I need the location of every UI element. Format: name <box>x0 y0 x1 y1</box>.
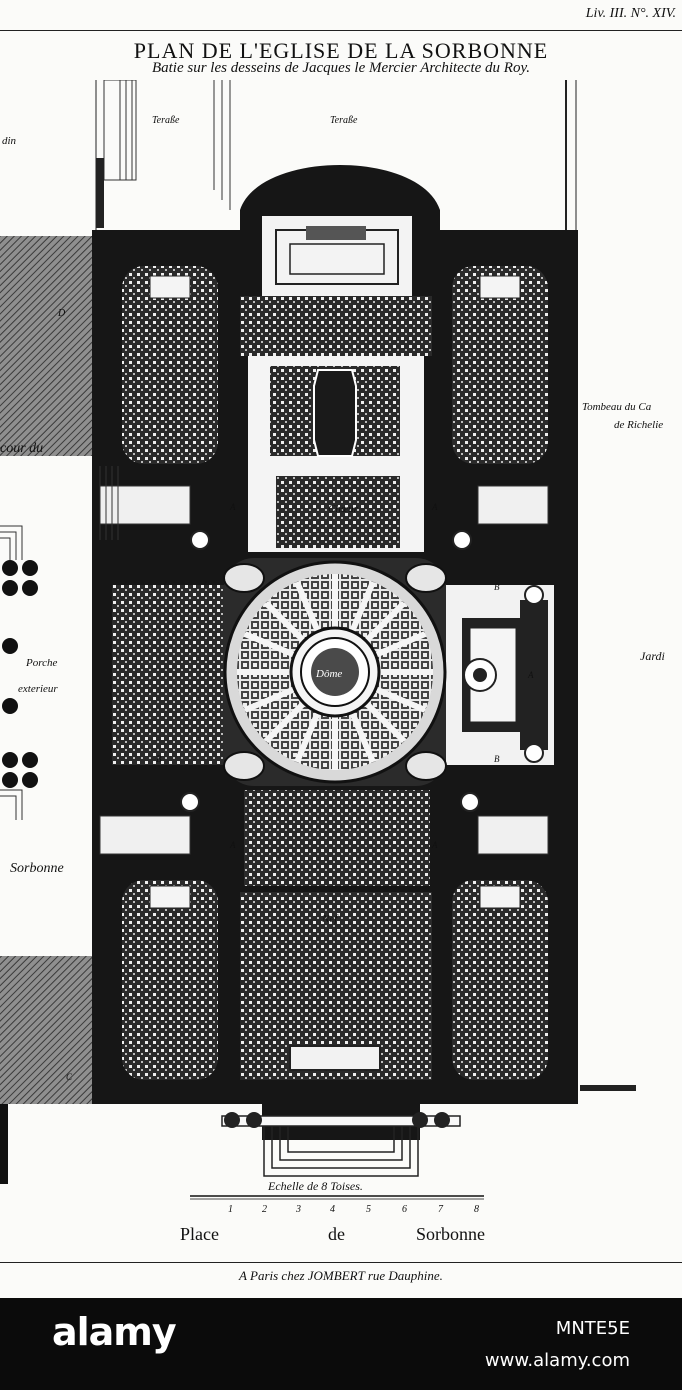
image-id: MNTE5E <box>555 1318 630 1339</box>
plate-reference: Liv. III. N°. XIV. <box>585 6 676 21</box>
label-dome: Dôme <box>315 668 342 680</box>
chapel-lower-left <box>122 880 218 1080</box>
apse-floor <box>240 296 432 356</box>
label-terasse-left: Teraße <box>152 115 180 126</box>
label-jardin-right: Jardi <box>640 649 665 663</box>
label-a-upper-right: A <box>431 502 438 512</box>
top-rule <box>0 30 682 31</box>
svg-text:8: 8 <box>474 1204 479 1215</box>
label-a-lower-right: A <box>431 840 438 850</box>
svg-text:7: 7 <box>438 1204 444 1215</box>
label-b-left: B <box>156 754 162 764</box>
publisher-caption: A Paris chez JOMBERT rue Dauphine. <box>239 1268 443 1283</box>
label-jardin-top-left: din <box>2 135 17 147</box>
transept-right <box>446 585 554 765</box>
page-subtitle: Batie sur les desseins de Jacques le Mer… <box>151 60 531 76</box>
entrance-steps <box>221 1115 461 1177</box>
label-b-top: B <box>494 582 500 592</box>
chapel-upper-left <box>122 266 218 464</box>
hatched-block-lower-left <box>0 956 92 1104</box>
label-terasse-right: Teraße <box>330 115 358 126</box>
label-a-lower-left: A <box>229 840 236 850</box>
porch-columns <box>2 560 38 788</box>
scale-label: Echelle de 8 Toises. <box>267 1179 363 1193</box>
place-word-de: de <box>328 1224 345 1244</box>
label-exterieur: exterieur <box>18 683 58 695</box>
label-a-altar: A <box>527 670 534 680</box>
label-letter-d: D <box>57 308 66 319</box>
page-title: PLAN DE L'EGLISE DE LA SORBONNE <box>133 38 549 63</box>
svg-text:2: 2 <box>262 1204 267 1215</box>
alamy-url: www.alamy.com <box>484 1350 630 1371</box>
svg-text:1: 1 <box>228 1204 233 1215</box>
choir-altar <box>313 369 357 457</box>
svg-text:6: 6 <box>402 1204 407 1215</box>
chapel-upper-right <box>452 266 548 464</box>
alamy-logo: alamy <box>52 1310 177 1354</box>
label-choeur: Chœur <box>328 503 359 515</box>
transept-left <box>112 585 224 765</box>
nave-upper <box>244 790 430 886</box>
watermark-bar <box>0 1298 682 1390</box>
label-porche: Porche <box>25 657 57 669</box>
engraving-sheet: Liv. III. N°. XIV. PLAN DE L'EGLISE DE L… <box>0 6 682 1283</box>
label-cour-du: cour du <box>0 441 43 456</box>
svg-text:5: 5 <box>366 1204 371 1215</box>
label-letter-c: C <box>66 1072 73 1082</box>
svg-text:4: 4 <box>330 1204 335 1215</box>
chapel-lower-right <box>452 880 548 1080</box>
svg-text:3: 3 <box>295 1204 301 1215</box>
label-tombeau-line2: de Richelie <box>614 419 663 431</box>
label-b-bottom: B <box>494 754 500 764</box>
label-nef: Nef <box>321 913 339 925</box>
label-sorbonne-side: Sorbonne <box>10 861 64 876</box>
bottom-rule <box>0 1262 682 1263</box>
place-word-sorbonne: Sorbonne <box>416 1224 485 1244</box>
hatched-block-upper-left <box>0 236 92 456</box>
label-tombeau-line1: Tombeau du Ca <box>582 401 652 413</box>
dome: Dôme <box>223 558 447 786</box>
place-word-place: Place <box>180 1224 219 1244</box>
label-a-upper-left: A <box>229 502 236 512</box>
floor-plan: Chœur <box>0 80 665 1244</box>
scale-ticks: 1 2 3 4 5 6 7 8 <box>228 1204 479 1215</box>
